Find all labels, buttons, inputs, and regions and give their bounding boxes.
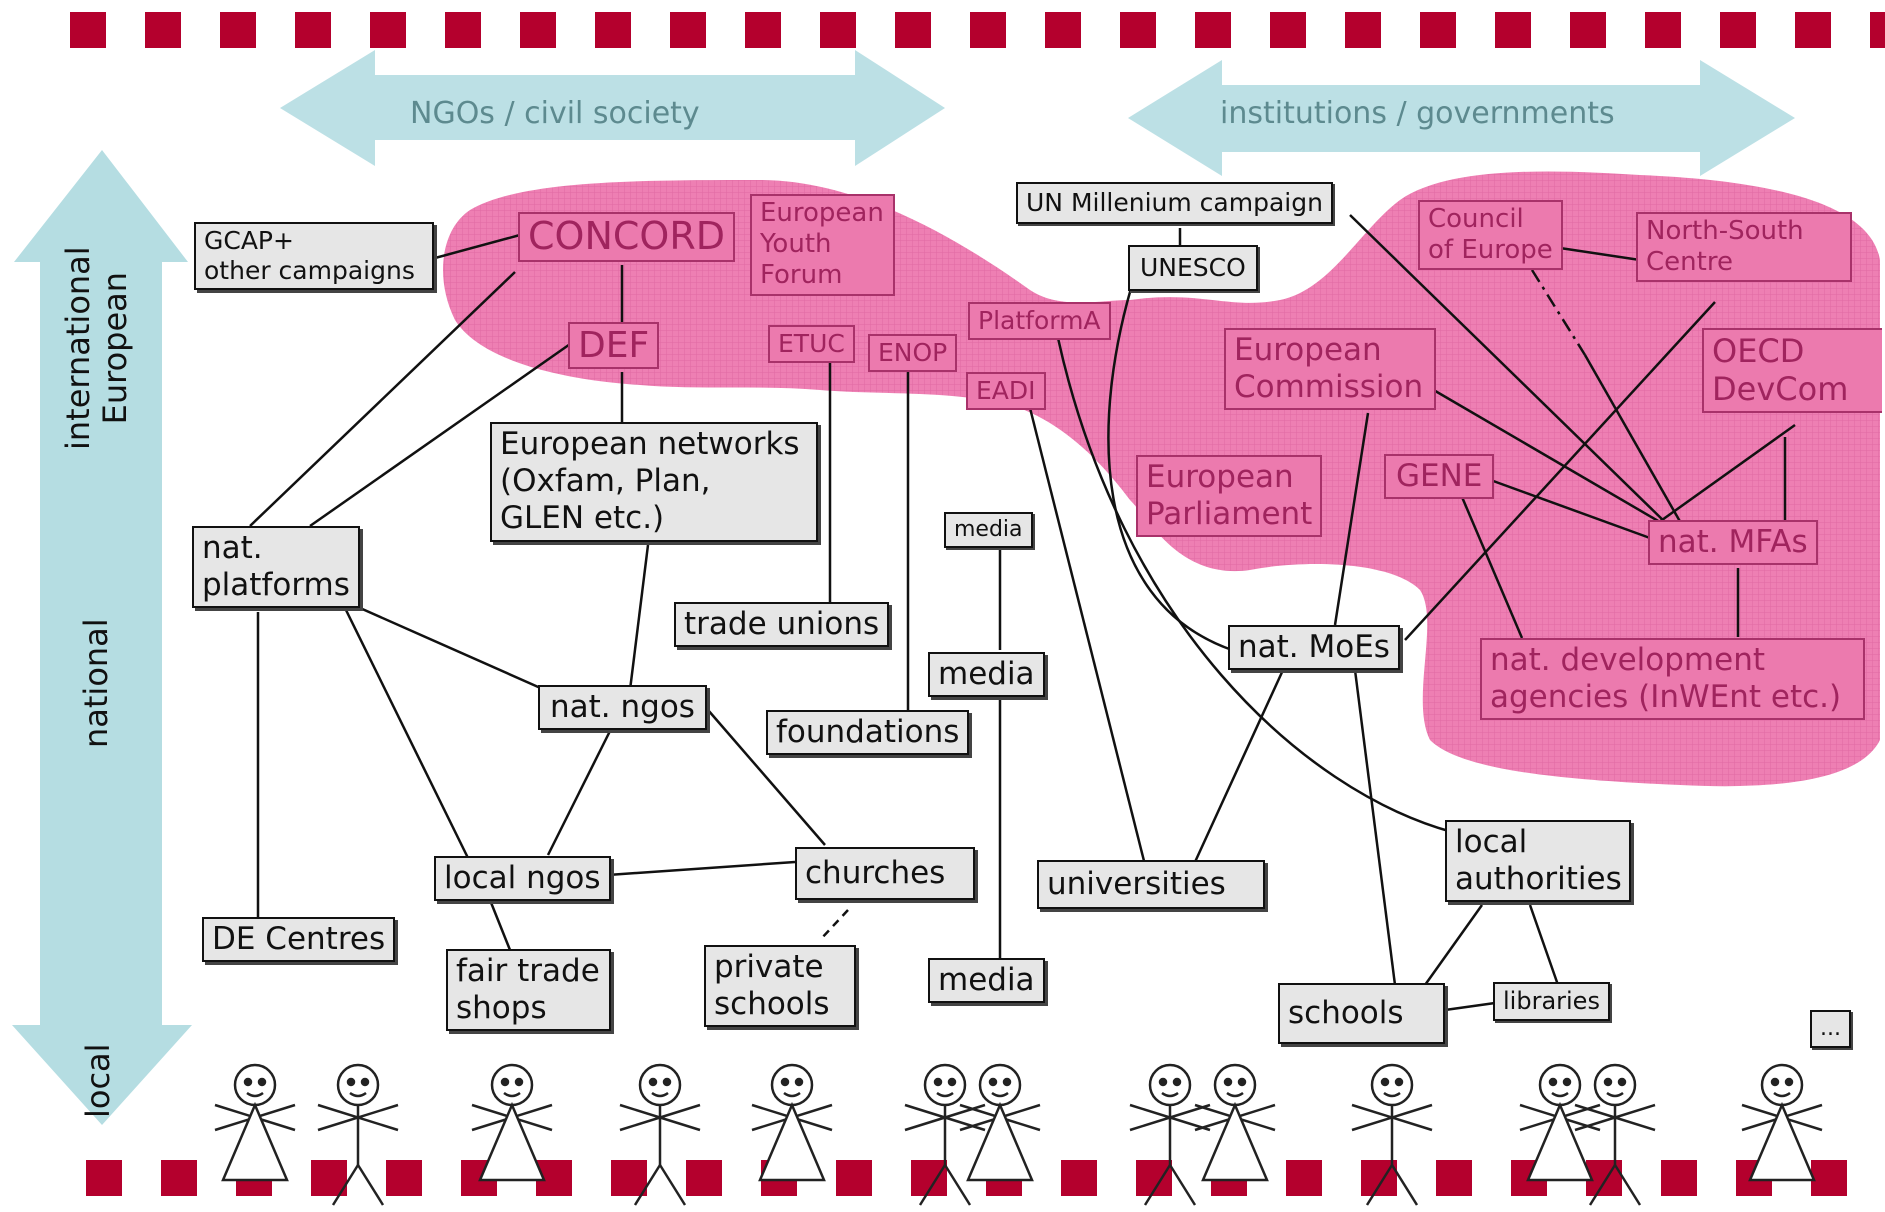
node-oecd-devcom: OECD DevCom xyxy=(1702,328,1882,413)
node-eadi: EADI xyxy=(966,372,1046,410)
institutions-arrow-label: institutions / governments xyxy=(1220,96,1615,131)
stripe-square xyxy=(520,12,556,48)
people-row xyxy=(214,1063,1823,1206)
stripe-square xyxy=(970,12,1006,48)
stripe-square xyxy=(1270,12,1306,48)
axis-label-national: national xyxy=(77,618,115,748)
node-unesco: UNESCO xyxy=(1128,245,1258,291)
stick-figure xyxy=(1574,1063,1656,1206)
stripe-square xyxy=(145,12,181,48)
stripe-square xyxy=(86,1160,122,1196)
axis-label-local: local xyxy=(79,1043,117,1118)
stripe-square xyxy=(1495,12,1531,48)
node-foundations: foundations xyxy=(766,710,970,756)
node-european-commission: European Commission xyxy=(1224,328,1436,411)
node-de-centres: DE Centres xyxy=(202,917,396,963)
node-churches: churches xyxy=(795,847,975,901)
stripe-square xyxy=(895,12,931,48)
stick-figure xyxy=(751,1063,833,1182)
stick-figure xyxy=(214,1063,296,1182)
stick-figure xyxy=(317,1063,399,1206)
node-universities: universities xyxy=(1037,860,1265,910)
node-north-south-centre: North-South Centre xyxy=(1636,212,1852,283)
stripe-square xyxy=(1795,12,1831,48)
stick-figure xyxy=(1351,1063,1433,1206)
node-nat-moes: nat. MoEs xyxy=(1228,625,1400,671)
node-local-authorities: local authorities xyxy=(1445,820,1631,903)
stripe-square xyxy=(1061,1160,1097,1196)
top-stripe xyxy=(70,12,1885,48)
stripe-square xyxy=(1045,12,1081,48)
stripe-square xyxy=(220,12,256,48)
stripe-square xyxy=(670,12,706,48)
node-nat-platforms: nat. platforms xyxy=(192,526,360,609)
stick-figure xyxy=(1129,1063,1211,1206)
stripe-square xyxy=(1120,12,1156,48)
stripe-square xyxy=(1345,12,1381,48)
node-council-of-europe: Council of Europe xyxy=(1418,200,1563,271)
stripe-square xyxy=(295,12,331,48)
stripe-square xyxy=(1811,1160,1847,1196)
node-libraries: libraries xyxy=(1493,982,1610,1021)
node-media-low: media xyxy=(928,958,1045,1004)
node-un-millenium-campaign: UN Millenium campaign xyxy=(1016,182,1333,224)
stripe-square xyxy=(595,12,631,48)
node-platforma: PlatformA xyxy=(968,302,1111,340)
stick-figure xyxy=(1741,1063,1823,1182)
stripe-square xyxy=(611,1160,647,1196)
node-nat-mfas: nat. MFAs xyxy=(1648,520,1818,566)
stripe-square xyxy=(686,1160,722,1196)
stripe-square xyxy=(1661,1160,1697,1196)
node-media-small: media xyxy=(944,512,1033,549)
stick-figure xyxy=(619,1063,701,1206)
stripe-square xyxy=(1420,12,1456,48)
connections xyxy=(249,214,1796,1012)
stick-figure xyxy=(471,1063,553,1182)
institutions-arrow-shape xyxy=(1128,60,1795,176)
node-ellipsis: ... xyxy=(1810,1010,1851,1049)
stick-figure xyxy=(1194,1063,1276,1182)
node-gcap: GCAP+ other campaigns xyxy=(194,222,434,290)
node-european-networks: European networks (Oxfam, Plan, GLEN etc… xyxy=(490,422,818,542)
stripe-square xyxy=(1436,1160,1472,1196)
node-nat-ngos: nat. ngos xyxy=(538,685,707,731)
axis-label-international: international European xyxy=(59,246,134,450)
ngo-arrow-label: NGOs / civil society xyxy=(410,96,700,131)
stick-figure xyxy=(959,1063,1041,1182)
stripe-square xyxy=(70,12,106,48)
stripe-square xyxy=(836,1160,872,1196)
stripe-square xyxy=(820,12,856,48)
node-nat-development-agencies: nat. development agencies (InWEnt etc.) xyxy=(1480,638,1865,721)
node-gene: GENE xyxy=(1384,454,1495,500)
stripe-square xyxy=(386,1160,422,1196)
node-fair-trade-shops: fair trade shops xyxy=(446,949,611,1032)
node-trade-unions: trade unions xyxy=(674,602,890,648)
stripe-square xyxy=(1720,12,1756,48)
node-concord: CONCORD xyxy=(518,212,735,262)
node-european-parliament: European Parliament xyxy=(1136,455,1322,538)
node-schools: schools xyxy=(1278,983,1445,1045)
stripe-square xyxy=(1286,1160,1322,1196)
stripe-square xyxy=(161,1160,197,1196)
node-def: DEF xyxy=(568,322,660,370)
node-local-ngos: local ngos xyxy=(434,856,611,902)
stripe-square xyxy=(1870,12,1885,48)
vertical-axis-arrow-shape xyxy=(12,150,192,1125)
node-etuc: ETUC xyxy=(768,325,855,363)
stripe-square xyxy=(1645,12,1681,48)
stripe-square xyxy=(370,12,406,48)
ngo-arrow-shape xyxy=(280,50,945,166)
node-private-schools: private schools xyxy=(704,945,856,1028)
node-media-mid: media xyxy=(928,652,1045,698)
stripe-square xyxy=(745,12,781,48)
node-enop: ENOP xyxy=(868,334,958,372)
stripe-square xyxy=(445,12,481,48)
stripe-square xyxy=(1570,12,1606,48)
node-european-youth-forum: European Youth Forum xyxy=(750,194,895,296)
stripe-square xyxy=(1195,12,1231,48)
